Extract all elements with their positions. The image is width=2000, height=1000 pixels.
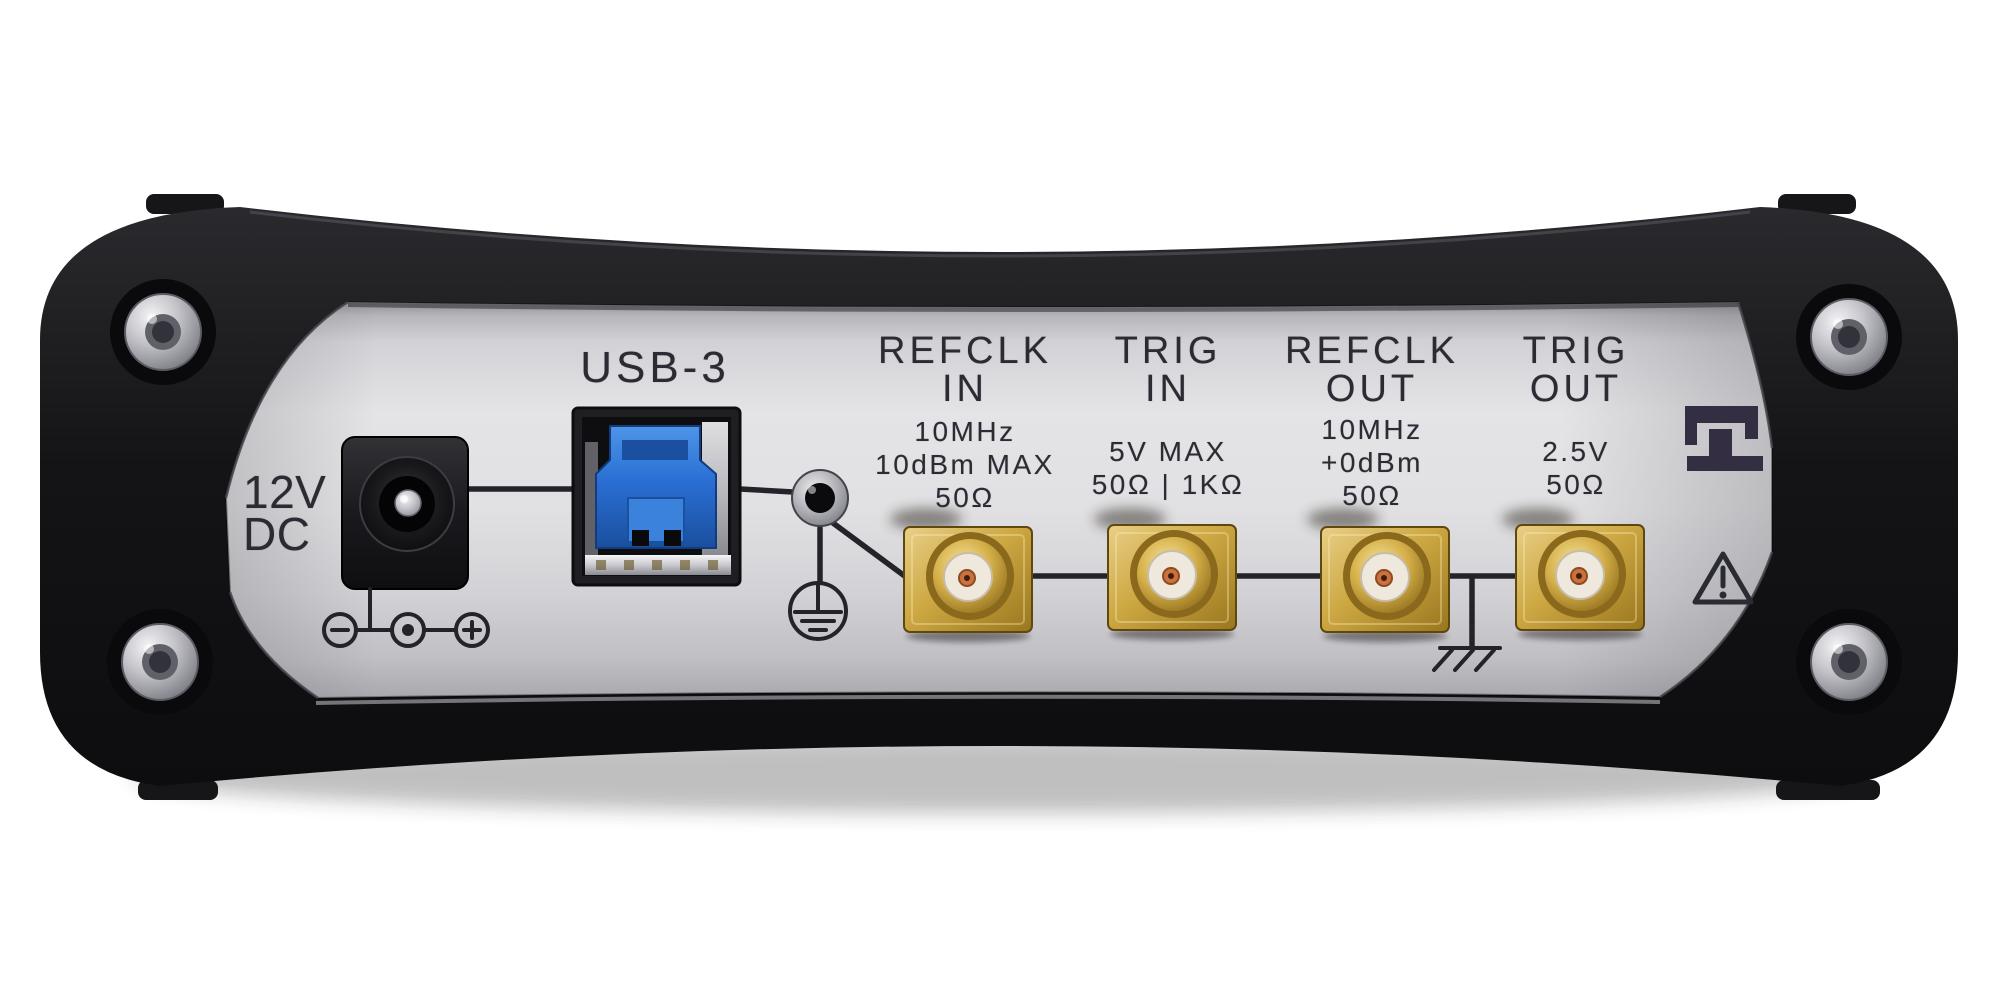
port-title-line1: TRIG xyxy=(1522,330,1630,372)
port-title-line2: OUT xyxy=(1325,368,1419,410)
power-label-line1: 12V xyxy=(243,466,327,518)
port-label-refclk-in: REFCLK IN 10MHz 10dBm MAX 50Ω xyxy=(875,332,1055,514)
power-label-line2: DC xyxy=(243,508,311,560)
port-spec: 50Ω xyxy=(935,482,995,513)
port-spec: 10MHz xyxy=(1321,414,1423,445)
port-title-line2: OUT xyxy=(1529,368,1623,410)
port-spec: 50Ω xyxy=(1342,480,1402,511)
port-label-refclk-out: REFCLK OUT 10MHz +0dBm 50Ω xyxy=(1285,332,1459,512)
port-title-line1: REFCLK xyxy=(878,330,1052,372)
warning-triangle-icon xyxy=(1692,551,1754,605)
protective-earth-icon xyxy=(788,581,848,641)
port-spec: +0dBm xyxy=(1320,447,1423,478)
port-title-line2: IN xyxy=(1145,368,1191,410)
usb-label: USB-3 xyxy=(580,343,730,392)
port-spec: 10MHz xyxy=(914,416,1016,447)
dc-jack xyxy=(341,436,469,590)
dc-polarity-icon xyxy=(322,587,490,648)
chassis-top-highlight xyxy=(249,210,1751,258)
brand-logo-icon xyxy=(1685,406,1763,471)
bumper-bevels xyxy=(224,300,1774,700)
port-spec: 5V MAX xyxy=(1109,436,1227,467)
power-label: 12V DC xyxy=(243,466,327,560)
usb-b3-port xyxy=(571,406,742,587)
ground-point xyxy=(791,469,849,527)
chassis-ground-icon xyxy=(1432,646,1502,672)
port-label-trig-out: TRIG OUT 2.5V 50Ω xyxy=(1523,332,1630,501)
port-spec: 2.5V xyxy=(1542,436,1610,467)
port-title-line2: IN xyxy=(941,368,988,410)
port-spec: 50Ω | 1KΩ xyxy=(1091,469,1245,500)
port-title-line1: REFCLK xyxy=(1285,330,1459,372)
port-spec: 10dBm MAX xyxy=(875,449,1055,480)
schematic-lines xyxy=(463,486,1518,649)
port-spec: 50Ω xyxy=(1546,469,1606,500)
port-title-line1: TRIG xyxy=(1114,330,1222,372)
port-label-trig-in: TRIG IN 5V MAX 50Ω | 1KΩ xyxy=(1092,332,1245,501)
